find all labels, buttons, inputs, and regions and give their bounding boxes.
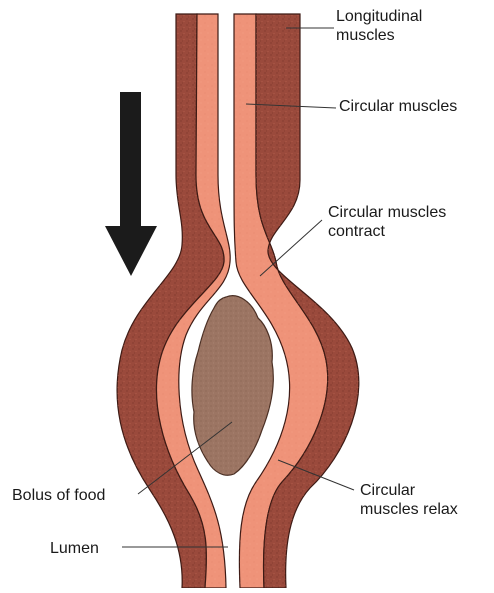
label-lumen: Lumen <box>50 539 99 558</box>
label-circular-muscles-relax: Circular muscles relax <box>360 481 458 519</box>
label-contract-line1: Circular muscles <box>328 203 446 222</box>
arrow-down-icon <box>105 92 157 276</box>
label-circular-muscles: Circular muscles <box>339 97 457 116</box>
label-circular-muscles-contract: Circular muscles contract <box>328 203 446 241</box>
label-relax-line1: Circular <box>360 481 458 500</box>
label-longitudinal-line2: muscles <box>336 26 422 45</box>
label-longitudinal-line1: Longitudinal <box>336 7 422 26</box>
label-bolus-of-food: Bolus of food <box>12 486 105 505</box>
label-contract-line2: contract <box>328 222 446 241</box>
label-relax-line2: muscles relax <box>360 500 458 519</box>
label-longitudinal-muscles: Longitudinal muscles <box>336 7 422 45</box>
bolus-texture <box>192 296 273 476</box>
